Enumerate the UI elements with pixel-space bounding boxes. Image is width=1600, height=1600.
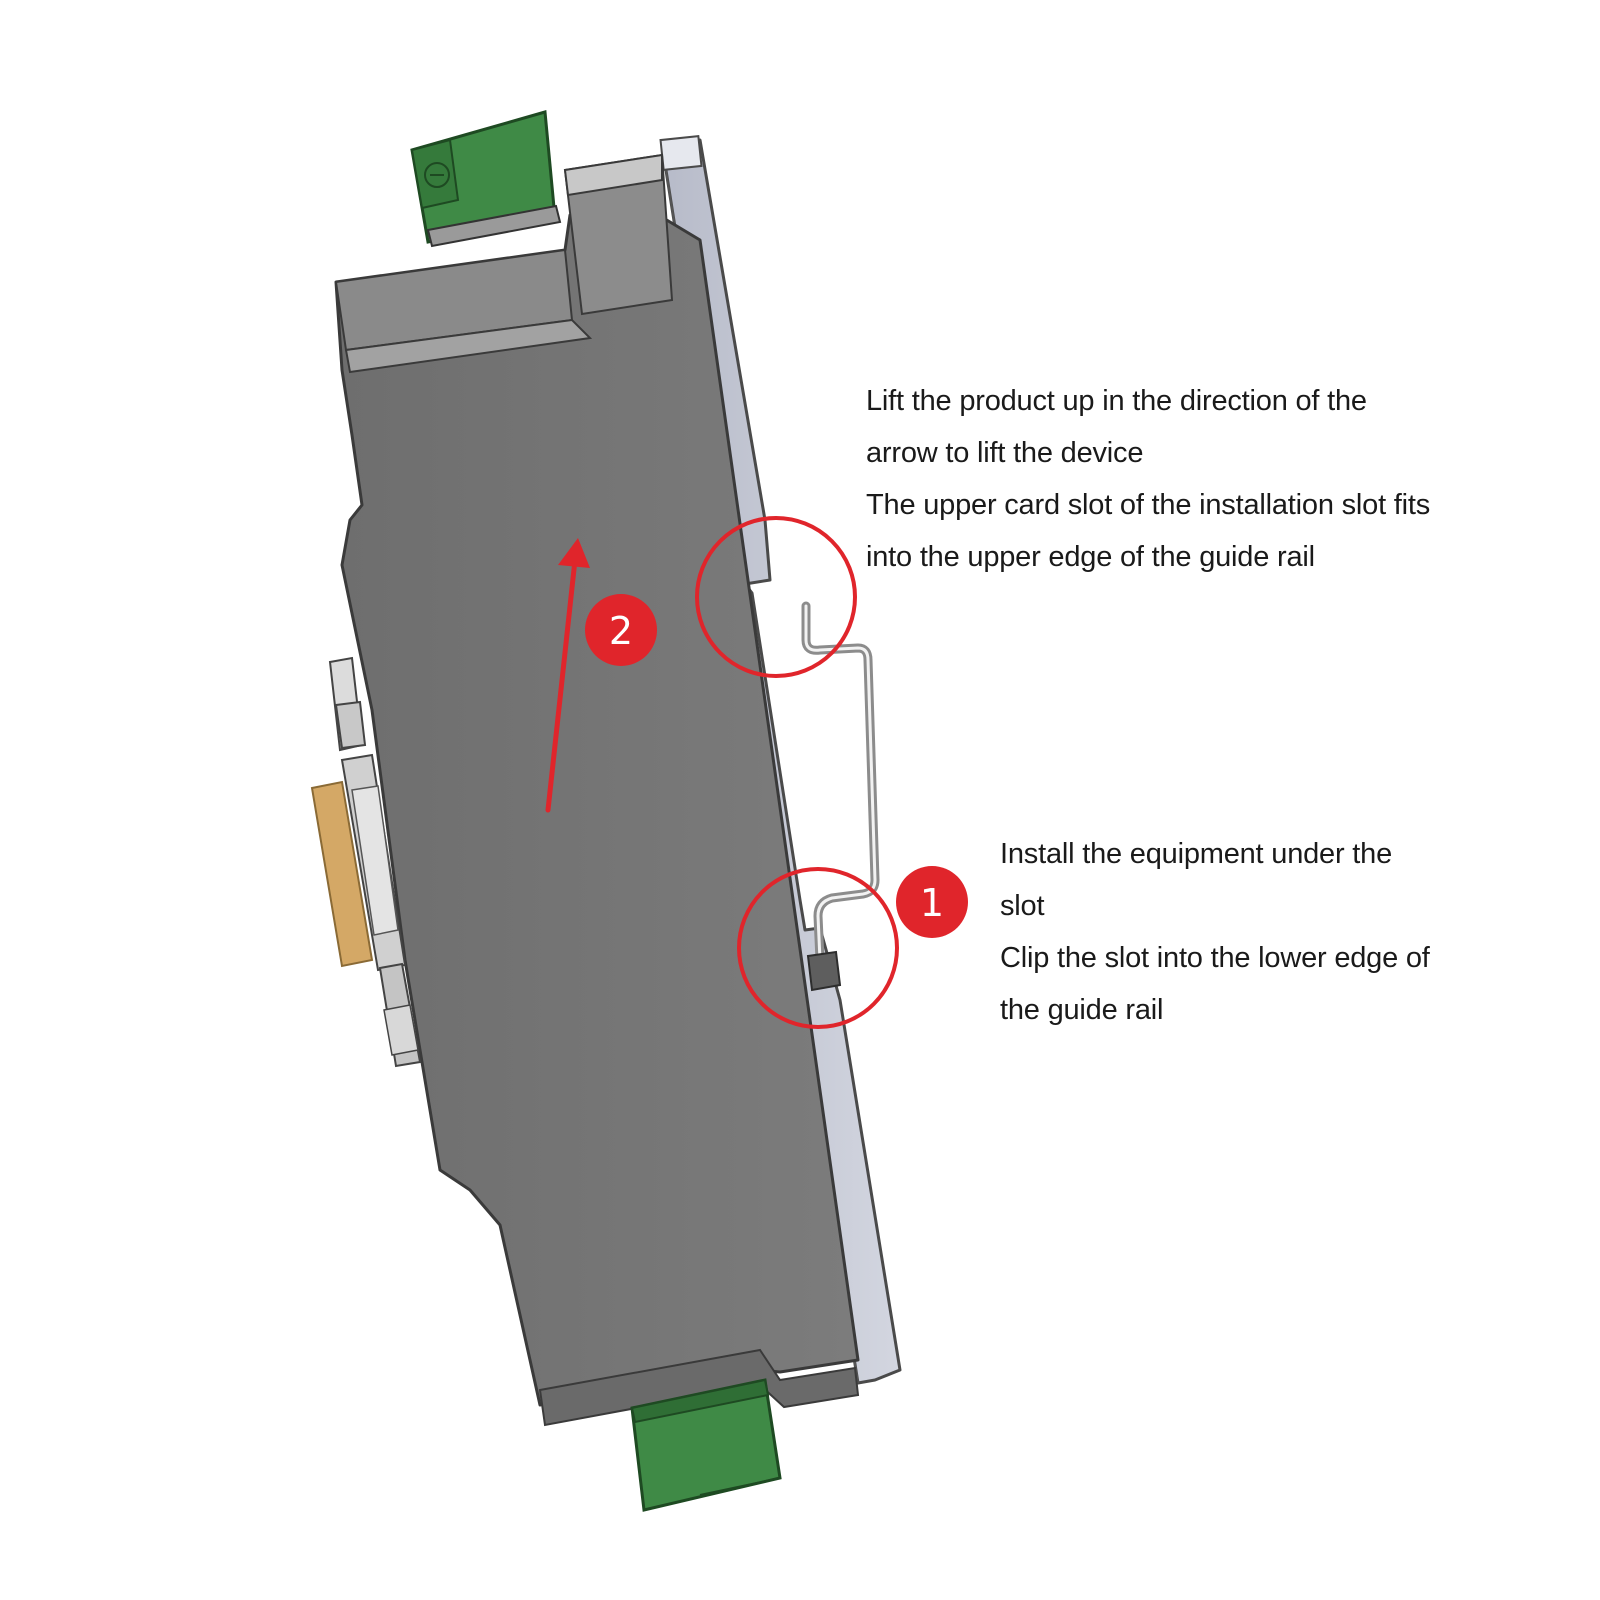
db-connector-icon [310,656,422,1068]
caption-line: slot [1000,890,1045,922]
up-arrow-icon [545,538,590,813]
caption-line: into the upper edge of the guide rail [866,541,1315,573]
caption-line: Lift the product up in the direction of … [866,385,1367,417]
step-1-caption: Install the equipment under the slot Cli… [1000,828,1430,1036]
terminal-block-icon [410,110,562,248]
lower-latch [806,950,842,992]
plate-top-cap [659,134,703,172]
step-number-2: 2 [609,609,633,653]
top-shoulder-ridge [344,318,593,374]
step-badge-icon: 2 [585,594,657,666]
callout-circle-icon [695,516,857,678]
step-2-caption: Lift the product up in the direction of … [866,375,1430,583]
guide-rail [801,601,880,965]
step-number-1: 1 [920,881,944,925]
device-body [334,208,860,1407]
caption-line: Install the equipment under the [1000,838,1393,870]
step-badge-icon: 1 [896,866,968,938]
terminal-block-icon [630,1378,782,1512]
caption-line: the guide rail [1000,994,1164,1026]
callout-circle-icon [737,867,899,1029]
caption-line: arrow to lift the device [866,437,1144,469]
guide-rail-highlight [804,604,877,962]
top-block-cap [563,153,663,197]
bottom-shoulder [538,1348,860,1427]
caption-line: The upper card slot of the installation … [866,489,1431,521]
caption-line: Clip the slot into the lower edge of [1000,942,1430,974]
